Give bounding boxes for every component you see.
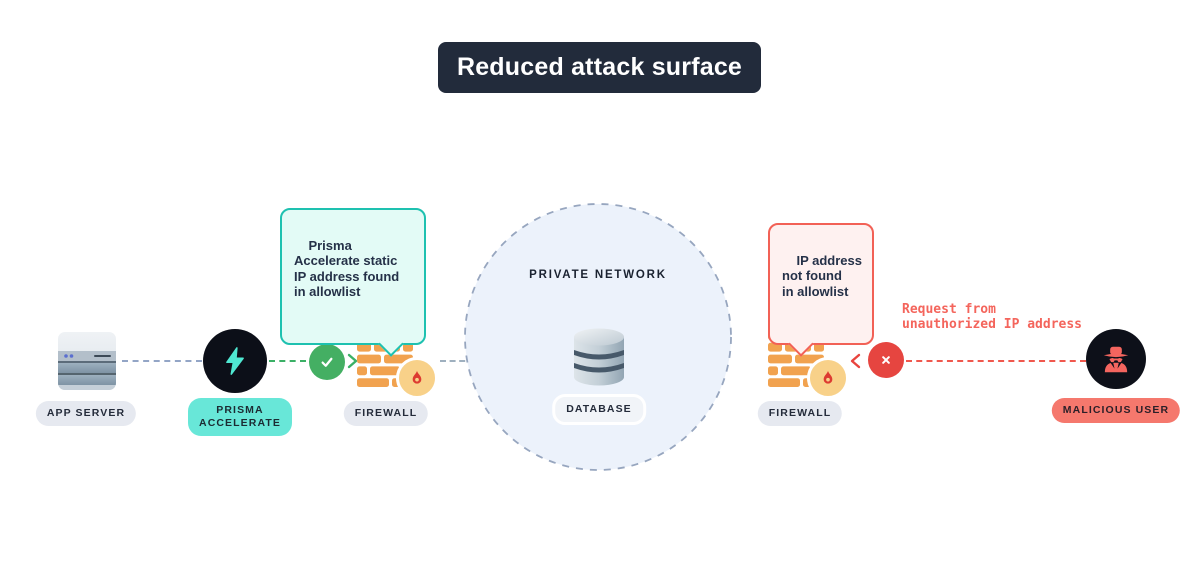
arrow-right-green-icon [347, 353, 358, 369]
spy-icon [1103, 346, 1129, 373]
flame-icon [823, 370, 833, 384]
flame-badge [807, 357, 849, 399]
allowlist-notfound-text: IP address not found in allowlist [782, 252, 862, 299]
unauthorized-request-note: Request from unauthorized IP address [902, 302, 1083, 332]
database-icon [574, 328, 624, 386]
malicious-user-label: MALICIOUS USER [1051, 398, 1181, 424]
allowlist-found-callout: Prisma Accelerate static IP address foun… [280, 208, 426, 357]
title-banner: Reduced attack surface [438, 42, 761, 93]
connector-prisma-check [269, 360, 306, 362]
private-network-label: PRIVATE NETWORK [529, 269, 667, 281]
database-label: DATABASE [552, 394, 646, 426]
check-icon [309, 344, 345, 380]
lightning-icon [226, 347, 244, 375]
x-icon [868, 342, 904, 378]
allowlist-found-text: Prisma Accelerate static IP address foun… [294, 237, 400, 300]
allowlist-notfound-callout: IP address not found in allowlist [768, 223, 874, 357]
app-server-label: APP SERVER [35, 401, 137, 427]
prisma-accelerate-node [203, 329, 267, 393]
connector-appserver-prisma [122, 360, 202, 362]
firewall-left-label: FIREWALL [343, 401, 429, 427]
prisma-accelerate-label: PRISMA ACCELERATE [188, 398, 292, 437]
connector-malicious-firewall [906, 360, 1086, 362]
arrow-left-red-icon [850, 353, 861, 369]
malicious-user-node [1086, 329, 1146, 389]
app-server-icon [58, 332, 116, 390]
firewall-right-label: FIREWALL [757, 401, 843, 427]
page-title: Reduced attack surface [456, 53, 743, 81]
flame-icon [412, 370, 422, 384]
flame-badge [396, 357, 438, 399]
